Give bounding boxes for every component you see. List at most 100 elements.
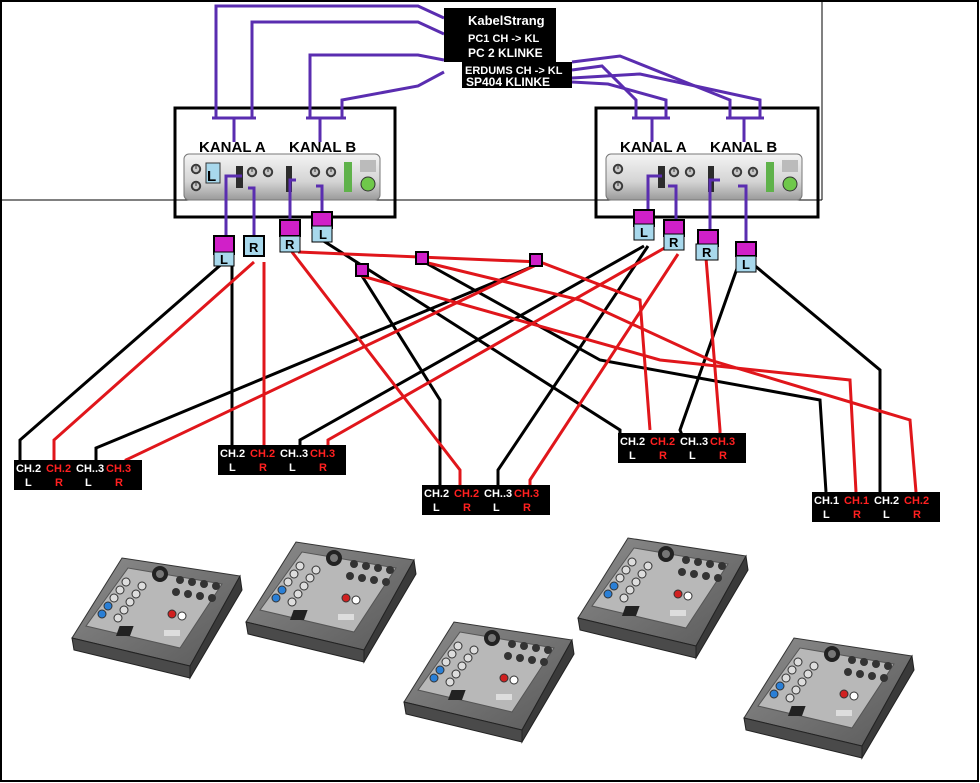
black-cables bbox=[18, 238, 882, 493]
plug-letter: L bbox=[742, 257, 750, 272]
channel-side-label: L bbox=[689, 450, 696, 462]
channel-label: CH.2 bbox=[16, 463, 41, 475]
channel-side-label: R bbox=[259, 462, 267, 474]
plug-letter: R bbox=[702, 245, 712, 260]
amp-device bbox=[605, 153, 803, 201]
splitter-plug bbox=[415, 251, 429, 265]
channel-side-label: L bbox=[289, 462, 296, 474]
plug-letter: L bbox=[220, 252, 228, 267]
cable-harness-box: KabelStrang PC1 CH -> KL PC 2 KLINKE ERD… bbox=[444, 8, 572, 89]
harness-line-4: SP404 KLINKE bbox=[466, 75, 550, 89]
splitter-plug bbox=[529, 253, 543, 267]
channel-label: CH.2 bbox=[424, 488, 449, 500]
purple-cables bbox=[212, 4, 764, 242]
harness-bottom bbox=[462, 62, 572, 88]
plug-l: L bbox=[311, 211, 333, 243]
channel-block: CH.2L CH.2R CH..3L CH.3R bbox=[618, 433, 746, 463]
plug-letter: R bbox=[285, 237, 295, 252]
harness-title: KabelStrang bbox=[468, 13, 545, 28]
kanal-b-label: KANAL B bbox=[710, 139, 777, 156]
channel-side-label: R bbox=[719, 450, 727, 462]
mixers bbox=[71, 537, 915, 760]
channel-side-label: R bbox=[319, 462, 327, 474]
amp-frame bbox=[173, 106, 397, 219]
channel-side-label: R bbox=[463, 502, 471, 514]
mixer-device bbox=[403, 621, 575, 744]
mixer-device bbox=[577, 537, 749, 660]
channel-side-label: L bbox=[493, 502, 500, 514]
plug-r: R bbox=[243, 235, 265, 257]
amp-frame bbox=[594, 106, 820, 219]
red-cables bbox=[52, 244, 918, 493]
channel-label: CH.3 bbox=[106, 463, 131, 475]
channel-block: CH.1L CH.1R CH.2L CH.2R bbox=[812, 492, 940, 522]
channel-side-label: L bbox=[25, 477, 32, 489]
headphone-amp-left: KANAL A KANAL B L bbox=[173, 106, 397, 219]
plug-connectors: L R R L L R R bbox=[213, 209, 757, 277]
channel-side-label: L bbox=[229, 462, 236, 474]
channel-block: CH.2L CH.2R CH..3L CH.3R bbox=[218, 445, 346, 475]
channel-label: CH.3 bbox=[710, 436, 735, 448]
channel-label: CH.1 bbox=[844, 495, 869, 507]
channel-label: CH..3 bbox=[280, 448, 308, 460]
channel-side-label: R bbox=[853, 509, 861, 521]
channel-block-bg bbox=[422, 485, 550, 515]
plug-l: L bbox=[633, 209, 655, 241]
channel-label: CH.2 bbox=[650, 436, 675, 448]
channel-label: CH.1 bbox=[814, 495, 839, 507]
channel-label: CH.2 bbox=[904, 495, 929, 507]
headphone-amp-right: KANAL A KANAL B bbox=[594, 106, 820, 219]
mixer-device bbox=[71, 557, 243, 680]
channel-label: CH.2 bbox=[454, 488, 479, 500]
kanal-a-label: KANAL A bbox=[199, 139, 266, 156]
channel-label: CH.3 bbox=[514, 488, 539, 500]
harness-line-2: PC 2 KLINKE bbox=[468, 46, 543, 60]
plug-letter: L bbox=[640, 225, 648, 240]
channel-side-label: L bbox=[629, 450, 636, 462]
plug-letter: R bbox=[669, 235, 679, 250]
channel-label: CH..3 bbox=[484, 488, 512, 500]
channel-side-label: L bbox=[85, 477, 92, 489]
channel-side-label: R bbox=[115, 477, 123, 489]
channel-side-label: R bbox=[659, 450, 667, 462]
channel-label: CH..3 bbox=[76, 463, 104, 475]
channel-side-label: R bbox=[55, 477, 63, 489]
channel-label: CH.2 bbox=[620, 436, 645, 448]
harness-top bbox=[444, 8, 556, 62]
channel-blocks: CH.2LCH.2RCH..3LCH.3RCH.2LCH.2RCH..3LCH.… bbox=[14, 433, 940, 522]
channel-side-label: L bbox=[823, 509, 830, 521]
plug-letter: L bbox=[319, 227, 327, 242]
channel-block: CH.2L CH.2R CH..3L CH.3R bbox=[14, 460, 142, 490]
channel-label: CH..3 bbox=[680, 436, 708, 448]
channel-block-bg bbox=[14, 460, 142, 490]
channel-side-label: L bbox=[883, 509, 890, 521]
harness-line-1: PC1 CH -> KL bbox=[468, 33, 539, 45]
channel-label: CH.2 bbox=[46, 463, 71, 475]
channel-block-bg bbox=[812, 492, 940, 522]
amp-l-letter: L bbox=[207, 168, 216, 185]
channel-block: CH.2L CH.2R CH..3L CH.3R bbox=[422, 485, 550, 515]
channel-label: CH.2 bbox=[250, 448, 275, 460]
plug-letter: R bbox=[249, 240, 259, 255]
mixer-device bbox=[743, 637, 915, 760]
channel-side-label: R bbox=[913, 509, 921, 521]
plug-l: L bbox=[213, 235, 235, 267]
plug-r: R bbox=[663, 219, 685, 251]
plug-r: R bbox=[279, 219, 301, 253]
channel-side-label: R bbox=[523, 502, 531, 514]
channel-label: CH.3 bbox=[310, 448, 335, 460]
plug-r: R bbox=[695, 229, 719, 261]
splitter-plug bbox=[355, 263, 369, 277]
channel-label: CH.2 bbox=[874, 495, 899, 507]
channel-block-bg bbox=[218, 445, 346, 475]
mixer-device bbox=[245, 541, 417, 664]
harness-line-3: ERDUMS CH -> KL bbox=[465, 65, 563, 77]
channel-side-label: L bbox=[433, 502, 440, 514]
channel-block-bg bbox=[618, 433, 746, 463]
kanal-a-label: KANAL A bbox=[620, 139, 687, 156]
plug-l: L bbox=[735, 241, 757, 273]
kanal-b-label: KANAL B bbox=[289, 139, 356, 156]
channel-label: CH.2 bbox=[220, 448, 245, 460]
